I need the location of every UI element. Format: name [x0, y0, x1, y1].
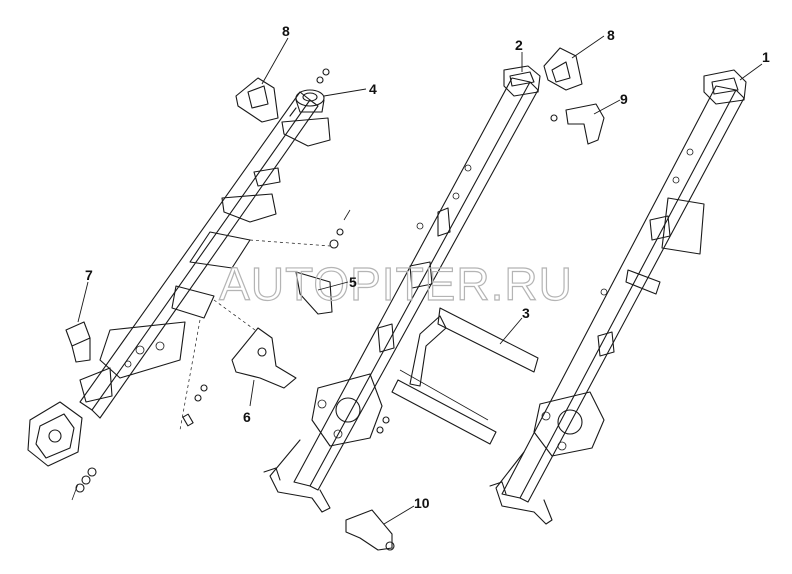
- callout-label-10: 10: [414, 495, 430, 511]
- callout-9: 9: [593, 91, 628, 115]
- callout-8-right: 8: [571, 27, 615, 59]
- bolt-icon: [182, 384, 208, 427]
- callout-label-3: 3: [522, 305, 530, 321]
- callout-label-5: 5: [349, 274, 357, 290]
- callout-label-1: 1: [762, 49, 770, 65]
- middle-beam-assembly: [263, 47, 605, 551]
- callout-6: 6: [243, 379, 255, 425]
- callout-label-2: 2: [515, 37, 523, 53]
- callout-label-8-left: 8: [282, 23, 290, 39]
- callout-5: 5: [317, 274, 357, 291]
- callout-2: 2: [515, 37, 523, 72]
- callout-1: 1: [739, 49, 770, 81]
- callout-10: 10: [383, 495, 430, 525]
- callout-8-left: 8: [261, 23, 290, 85]
- left-beam-assembly: [27, 68, 351, 501]
- callout-label-4: 4: [369, 81, 377, 97]
- right-beam-assembly: [489, 69, 747, 525]
- callout-3: 3: [499, 305, 530, 345]
- nut-icon: [75, 467, 97, 493]
- callout-label-8-right: 8: [607, 27, 615, 43]
- callout-label-7: 7: [85, 267, 93, 283]
- callout-label-9: 9: [620, 91, 628, 107]
- callout-label-6: 6: [243, 409, 251, 425]
- callout-7: 7: [77, 267, 93, 323]
- watermark-text: AUTOPITER.RU: [219, 258, 573, 310]
- callout-4: 4: [323, 81, 377, 97]
